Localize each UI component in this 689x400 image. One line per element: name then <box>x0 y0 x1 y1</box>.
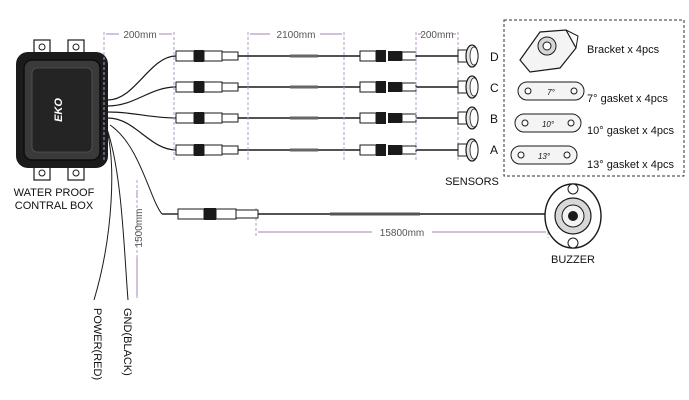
gasket-10-label: 10° gasket x 4pcs <box>587 125 674 137</box>
sensor-heads <box>457 44 479 162</box>
sensor-head-icon <box>457 44 479 68</box>
brand-logo: EKO <box>53 98 65 122</box>
channel-label-c: C <box>490 81 499 95</box>
sensor-cable-run <box>107 117 458 156</box>
mount-hole-icon <box>72 43 80 51</box>
control-box-label-line1: WATER PROOF <box>14 187 95 199</box>
buzzer-icon <box>544 183 602 249</box>
dimension-arrows <box>106 33 546 296</box>
box-panel <box>31 67 93 153</box>
dim-extension: 2100mm <box>277 30 316 41</box>
sensor-head-icon <box>457 106 479 130</box>
gasket-13-label: 13° gasket x 4pcs <box>587 159 674 171</box>
power-wire-label: POWER(RED) <box>91 308 103 380</box>
gasket-7-label: 7° gasket x 4pcs <box>587 93 668 105</box>
ground-wire-label: GND(BLACK) <box>121 308 133 376</box>
sensor-cables <box>107 50 458 156</box>
bracket-icon <box>519 29 579 73</box>
dim-buzzer-cable: 15800mm <box>380 228 424 239</box>
gasket-10-icon: 10° <box>514 113 582 133</box>
buzzer-label: BUZZER <box>551 254 595 266</box>
buzzer-cable <box>109 124 548 220</box>
mount-hole-icon <box>72 169 80 177</box>
dimension-lines <box>103 32 549 300</box>
gasket-10-mark: 10° <box>542 120 555 129</box>
bracket-label: Bracket x 4pcs <box>587 44 660 56</box>
mount-hole-icon <box>38 43 46 51</box>
gasket-7-icon: 7° <box>517 81 585 101</box>
gasket-7-mark: 7° <box>547 88 555 97</box>
sensor-head-icon <box>457 75 479 99</box>
power-wires <box>93 119 129 301</box>
channel-labels: D C B A <box>490 50 499 157</box>
channel-label-b: B <box>490 112 498 126</box>
sensors-label: SENSORS <box>445 176 499 188</box>
channel-label-d: D <box>490 50 499 64</box>
dim-sensor-lead: 200mm <box>420 30 453 41</box>
sensor-cable-run <box>107 111 458 124</box>
dim-buzzer-drop: 1500mm <box>134 209 145 248</box>
control-box: EKO <box>16 39 108 181</box>
accessories-panel: 7° 10° 13° Bracket x 4pcs 7° gasket x 4p… <box>503 19 685 177</box>
sensor-cable-run <box>107 81 458 107</box>
gasket-13-icon: 13° <box>510 145 578 165</box>
control-box-label-line2: CONTRAL BOX <box>15 200 94 212</box>
sensor-cable-run <box>107 50 458 101</box>
mount-hole-icon <box>38 169 46 177</box>
channel-label-a: A <box>490 143 498 157</box>
dim-box-to-connector: 200mm <box>123 30 156 41</box>
gasket-13-mark: 13° <box>538 152 551 161</box>
sensor-head-icon <box>457 138 479 162</box>
